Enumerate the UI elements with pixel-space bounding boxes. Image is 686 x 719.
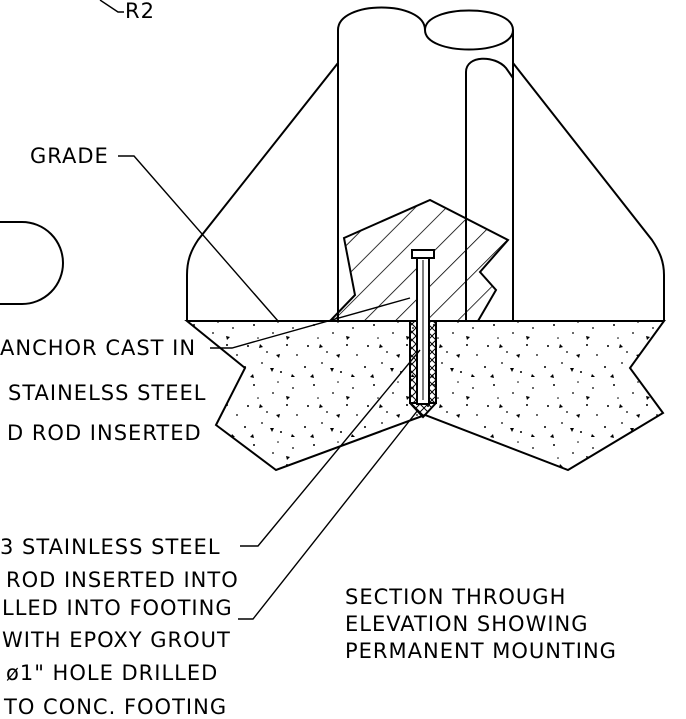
anchor-callout: ANCHOR CAST IN STAINELSS STEEL D ROD INS… <box>0 336 207 445</box>
steel-label-line-2: ROD INSERTED INTO <box>6 568 239 592</box>
slot-outline <box>0 221 64 305</box>
section-title-line-3: PERMANENT MOUNTING <box>345 639 617 663</box>
hole-label-line-1: ø1" HOLE DRILLED <box>6 661 218 685</box>
section-title-line-1: SECTION THROUGH <box>345 585 566 609</box>
steel-label-line-4: WITH EPOXY GROUT <box>2 628 231 652</box>
steel-label-line-3: LLED INTO FOOTING <box>2 596 233 620</box>
r2-label: R2 <box>125 0 155 23</box>
anchor-rod <box>411 249 435 405</box>
grade-label: GRADE <box>30 144 109 168</box>
hole-label-line-2: TO CONC. FOOTING <box>3 695 227 719</box>
pole <box>337 6 514 321</box>
anchor-label-line-1: ANCHOR CAST IN <box>0 336 196 360</box>
leader-lines <box>118 155 421 620</box>
section-title: SECTION THROUGH ELEVATION SHOWING PERMAN… <box>345 585 617 663</box>
section-title-line-2: ELEVATION SHOWING <box>345 612 589 636</box>
hole-callout: ø1" HOLE DRILLED TO CONC. FOOTING <box>3 661 227 719</box>
r2-callout: R2 <box>99 0 155 23</box>
anchor-label-line-3: D ROD INSERTED <box>7 421 202 445</box>
base-plate <box>186 57 665 321</box>
steel-label-line-1: 3 STAINLESS STEEL <box>0 535 221 559</box>
anchor-label-line-2: STAINELSS STEEL <box>8 381 207 405</box>
steel-rod-callout: 3 STAINLESS STEEL ROD INSERTED INTO LLED… <box>0 535 239 652</box>
